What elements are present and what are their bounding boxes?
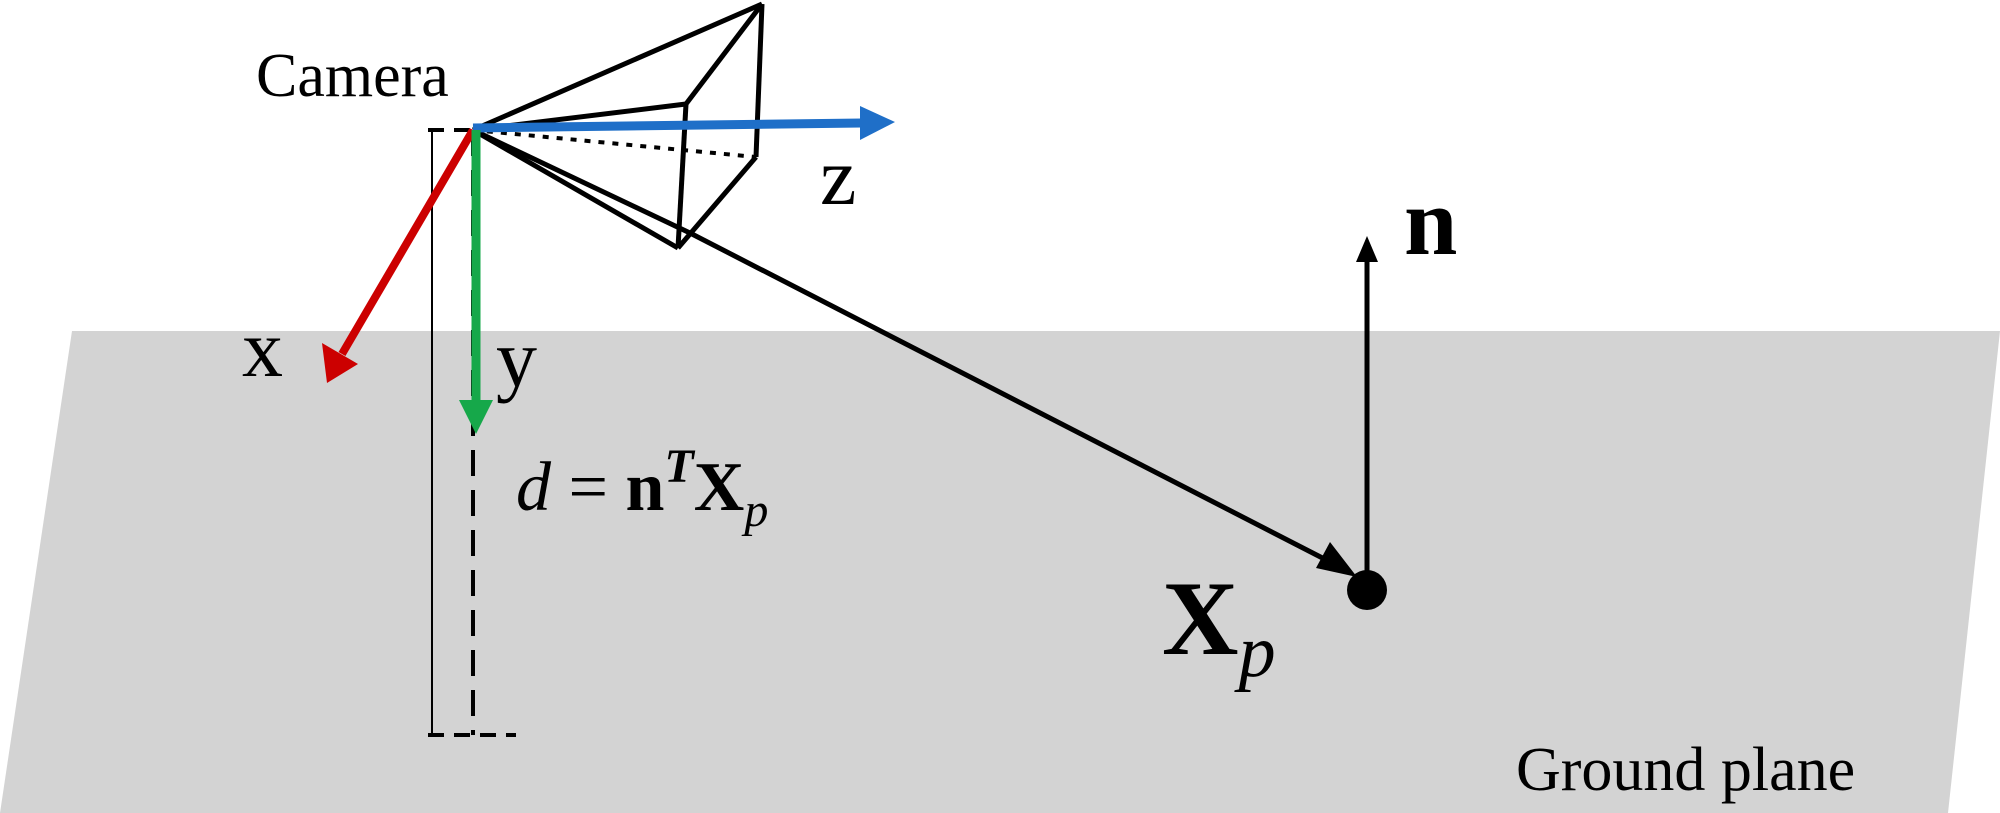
eq-vector: X	[694, 449, 745, 526]
ray-to-point	[688, 230, 1342, 570]
eq-vector-subscript: p	[741, 484, 768, 537]
ground-plane	[0, 331, 2000, 813]
camera-label: Camera	[256, 42, 449, 110]
point-xp-subscript: p	[1234, 611, 1276, 693]
point-xp-marker	[1347, 570, 1387, 610]
ground-plane-label: Ground plane	[1516, 736, 1855, 804]
axis-y-label: y	[496, 313, 537, 404]
normal-vector-arrow	[1356, 236, 1378, 578]
axis-z-label: z	[820, 131, 856, 222]
axis-x-label: x	[242, 303, 283, 394]
z-axis-arrow	[472, 106, 895, 140]
distance-equation: d = nTXp	[516, 440, 768, 537]
point-xp-label: Xp	[1162, 560, 1276, 693]
eq-sign: =	[551, 449, 625, 526]
normal-label: n	[1404, 168, 1457, 275]
eq-normal: n	[625, 449, 664, 526]
eq-lhs: d	[516, 449, 552, 526]
y-axis-arrow	[459, 130, 493, 434]
ray-arrowhead	[1316, 542, 1357, 577]
point-xp-main: X	[1162, 560, 1239, 677]
x-axis-arrow	[322, 127, 477, 383]
eq-transpose: T	[664, 440, 695, 493]
height-bracket	[428, 128, 516, 737]
